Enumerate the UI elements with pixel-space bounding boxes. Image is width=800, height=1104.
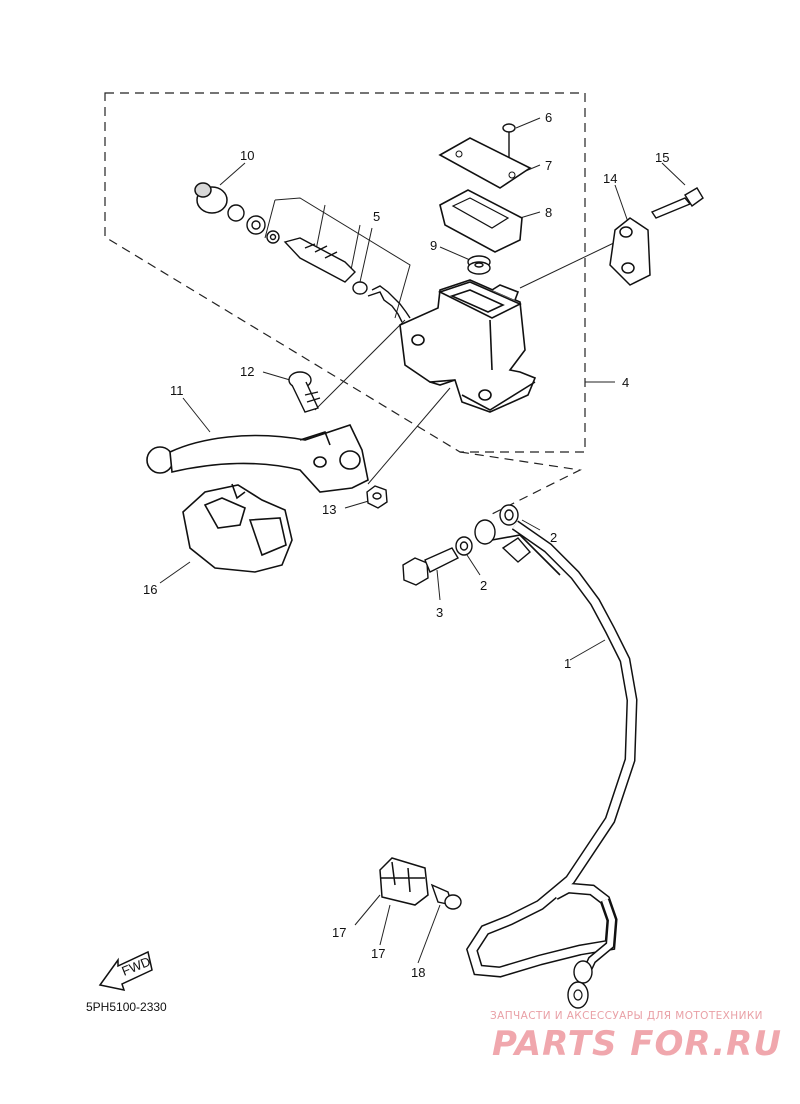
bolt-15 [650, 187, 704, 219]
bush-9 [467, 255, 491, 275]
pivot-bolt-12 [288, 371, 321, 413]
label-12: 12 [240, 364, 254, 379]
brake-hose-1 [465, 519, 638, 1009]
part-labels: 1 2 2 3 4 5 6 7 8 9 10 11 12 13 14 15 16… [143, 110, 669, 980]
diaphragm-8 [439, 189, 523, 253]
label-15: 15 [655, 150, 669, 165]
dust-boot-10 [194, 182, 228, 214]
label-16: 16 [143, 582, 157, 597]
label-7: 7 [545, 158, 552, 173]
label-6: 6 [545, 110, 552, 125]
washer-2 [455, 504, 519, 556]
label-5: 5 [373, 209, 380, 224]
brake-lever-11 [146, 424, 369, 493]
label-14: 14 [603, 171, 617, 186]
reservoir-cap-7 [438, 137, 532, 189]
label-9: 9 [430, 238, 437, 253]
fwd-arrow-icon: FWD [98, 950, 153, 992]
watermark-tagline: ЗАПЧАСТИ И АКСЕССУАРЫ ДЛЯ МОТОТЕХНИКИ [490, 1010, 763, 1022]
label-10: 10 [240, 148, 254, 163]
label-17a: 17 [332, 925, 346, 940]
piston-kit-5 [227, 204, 411, 323]
clamp-14 [609, 217, 651, 286]
label-2a: 2 [550, 530, 557, 545]
lever-cover-16 [182, 483, 293, 573]
label-4: 4 [622, 375, 629, 390]
label-3: 3 [436, 605, 443, 620]
nut-13 [366, 485, 388, 509]
label-17b: 17 [371, 946, 385, 961]
hose-connector-dashed [459, 451, 582, 516]
label-13: 13 [322, 502, 336, 517]
label-1: 1 [564, 656, 571, 671]
label-2b: 2 [480, 578, 487, 593]
watermark-logo: PARTS FOR.RU [492, 1024, 782, 1064]
assembly-boundary [104, 92, 586, 453]
bolt-18 [430, 883, 462, 910]
label-8: 8 [545, 205, 552, 220]
master-cylinder-4 [399, 279, 537, 413]
screw-6 [502, 123, 516, 160]
union-bolt-3 [402, 547, 459, 586]
hose-guide-17 [379, 857, 429, 906]
label-11: 11 [170, 383, 184, 398]
label-18: 18 [411, 965, 425, 980]
diagram-code: 5PH5100-2330 [86, 1000, 167, 1014]
